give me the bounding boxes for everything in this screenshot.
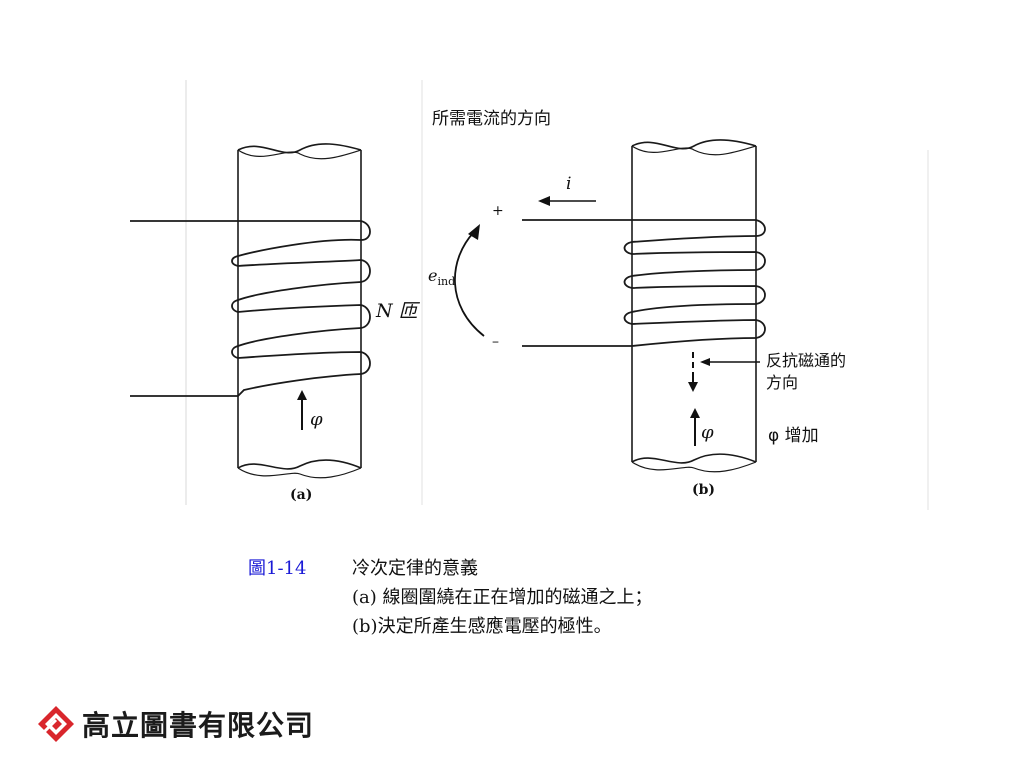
caption-line-b: (b)決定所產生感應電壓的極性。 <box>352 616 612 637</box>
publisher-footer: 高立圖書有限公司 <box>36 704 314 744</box>
turns-label: N 匝 <box>376 300 418 322</box>
opposing-flux-arrow <box>688 352 760 392</box>
figure-drawing <box>130 80 929 510</box>
core-a <box>237 143 362 479</box>
figure-number: 圖1-14 <box>248 558 307 579</box>
current-label: i <box>566 174 572 194</box>
opposing-flux-line2: 方向 <box>766 373 799 392</box>
plus-terminal-label: + <box>492 203 504 219</box>
induced-emf-main: e <box>428 266 438 285</box>
subfigure-a-label: (a) <box>290 487 313 503</box>
opposing-flux-line1: 反抗磁通的 <box>766 351 847 370</box>
flux-label-a: φ <box>310 409 323 430</box>
figure-title: 所需電流的方向 <box>432 109 551 129</box>
current-arrow <box>538 196 596 206</box>
minus-terminal-label: – <box>492 334 499 350</box>
opposing-flux-label: 反抗磁通的 方向 <box>766 350 846 394</box>
winding-a <box>130 220 371 397</box>
caption-line-a: (a) 線圈圍繞在正在增加的磁通之上； <box>352 587 653 608</box>
flux-arrow-a <box>297 390 307 430</box>
winding-b <box>522 219 766 347</box>
lenz-law-figure: 所需電流的方向 N 匝 φ (a) i + – eind 反抗磁通的 方向 φ … <box>130 80 929 510</box>
induced-emf-subscript: ind <box>437 275 456 289</box>
flux-increase-label: φ 增加 <box>768 426 819 446</box>
subfigure-b-label: (b) <box>692 482 716 498</box>
flux-arrow-b <box>690 408 700 446</box>
caption-title: 冷次定律的意義 <box>352 558 478 579</box>
flux-label-b: φ <box>701 422 714 443</box>
figure-caption: 圖1-14 冷次定律的意義 (a) 線圈圍繞在正在增加的磁通之上； (b)決定所產… <box>248 554 653 641</box>
publisher-name: 高立圖書有限公司 <box>82 709 315 742</box>
induced-emf-label: eind <box>428 266 455 288</box>
diamond-logo-icon <box>38 706 74 742</box>
emf-curved-arrow <box>454 224 485 337</box>
